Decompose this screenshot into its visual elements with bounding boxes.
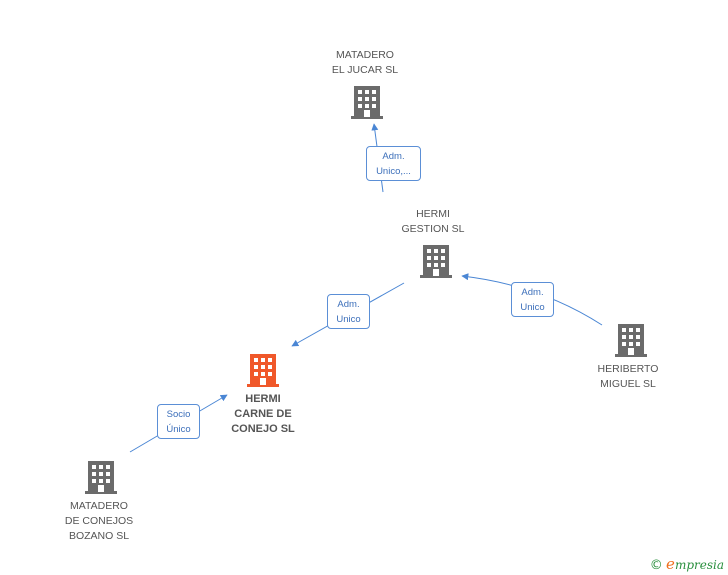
edge-label-gestion-carne[interactable]: Adm. Unico xyxy=(327,294,370,329)
edge-label-heriberto-gestion[interactable]: Adm. Unico xyxy=(511,282,554,317)
copyright-symbol: © xyxy=(649,558,663,573)
brand-e-letter: e xyxy=(666,555,675,573)
edge-label-gestion-jucar[interactable]: Adm. Unico,... xyxy=(366,146,421,181)
node-label-hermi-gestion[interactable]: HERMI GESTION SL xyxy=(401,208,465,235)
brand-logo: © empresia xyxy=(650,555,724,573)
node-label-hermi-carne[interactable]: HERMI CARNE DE CONEJO SL xyxy=(231,393,295,435)
building-icon[interactable] xyxy=(246,353,280,387)
building-icon[interactable] xyxy=(419,244,453,278)
building-icon[interactable] xyxy=(350,85,384,119)
node-label-matadero-el-jucar[interactable]: MATADERO EL JUCAR SL xyxy=(331,49,399,76)
node-label-heriberto-miguel[interactable]: HERIBERTO MIGUEL SL xyxy=(597,363,659,390)
edge-label-bozano-carne[interactable]: Socio Único xyxy=(157,404,200,439)
building-icon[interactable] xyxy=(84,460,118,494)
building-icon[interactable] xyxy=(614,323,648,357)
brand-name: mpresia xyxy=(674,558,724,572)
node-label-matadero-bozano[interactable]: MATADERO DE CONEJOS BOZANO SL xyxy=(64,500,134,542)
